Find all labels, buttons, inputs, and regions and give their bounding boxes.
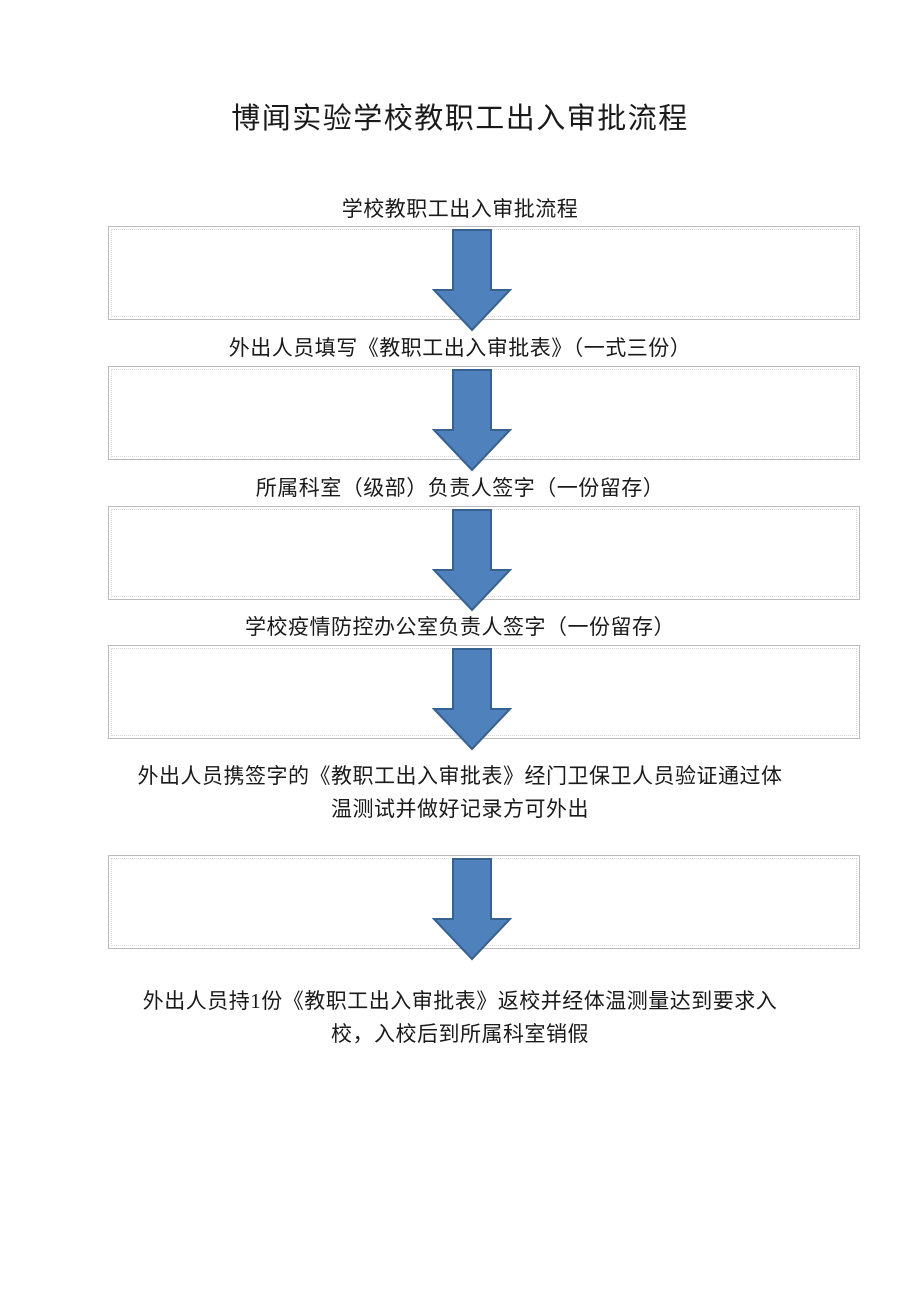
- step-6-caption: 外出人员持1份《教职工出入审批表》返校并经体温测量达到要求入 校，入校后到所属科…: [110, 985, 810, 1051]
- step-2-caption: 外出人员填写《教职工出入审批表》（一式三份）: [228, 336, 692, 360]
- step-6-caption-line-1: 外出人员持1份《教职工出入审批表》返校并经体温测量达到要求入: [142, 989, 778, 1013]
- step-5-caption-line-2: 温测试并做好记录方可外出: [331, 797, 589, 821]
- down-arrow-icon: [432, 857, 512, 961]
- down-arrow-icon: [432, 228, 512, 332]
- step-5-caption-line-1: 外出人员携签字的《教职工出入审批表》经门卫保卫人员验证通过体: [137, 764, 783, 788]
- step-6-caption-line-2: 校，入校后到所属科室销假: [331, 1022, 589, 1046]
- step-3-caption: 所属科室（级部）负责人签字（一份留存）: [255, 476, 665, 500]
- step-1-caption: 学校教职工出入审批流程: [341, 197, 579, 221]
- down-arrow-icon: [432, 368, 512, 472]
- down-arrow-icon: [432, 508, 512, 612]
- step-4-caption: 学校疫情防控办公室负责人签字（一份留存）: [245, 615, 675, 639]
- step-5-caption: 外出人员携签字的《教职工出入审批表》经门卫保卫人员验证通过体 温测试并做好记录方…: [110, 760, 810, 826]
- page-title: 博闻实验学校教职工出入审批流程: [231, 103, 689, 135]
- down-arrow-icon: [432, 647, 512, 751]
